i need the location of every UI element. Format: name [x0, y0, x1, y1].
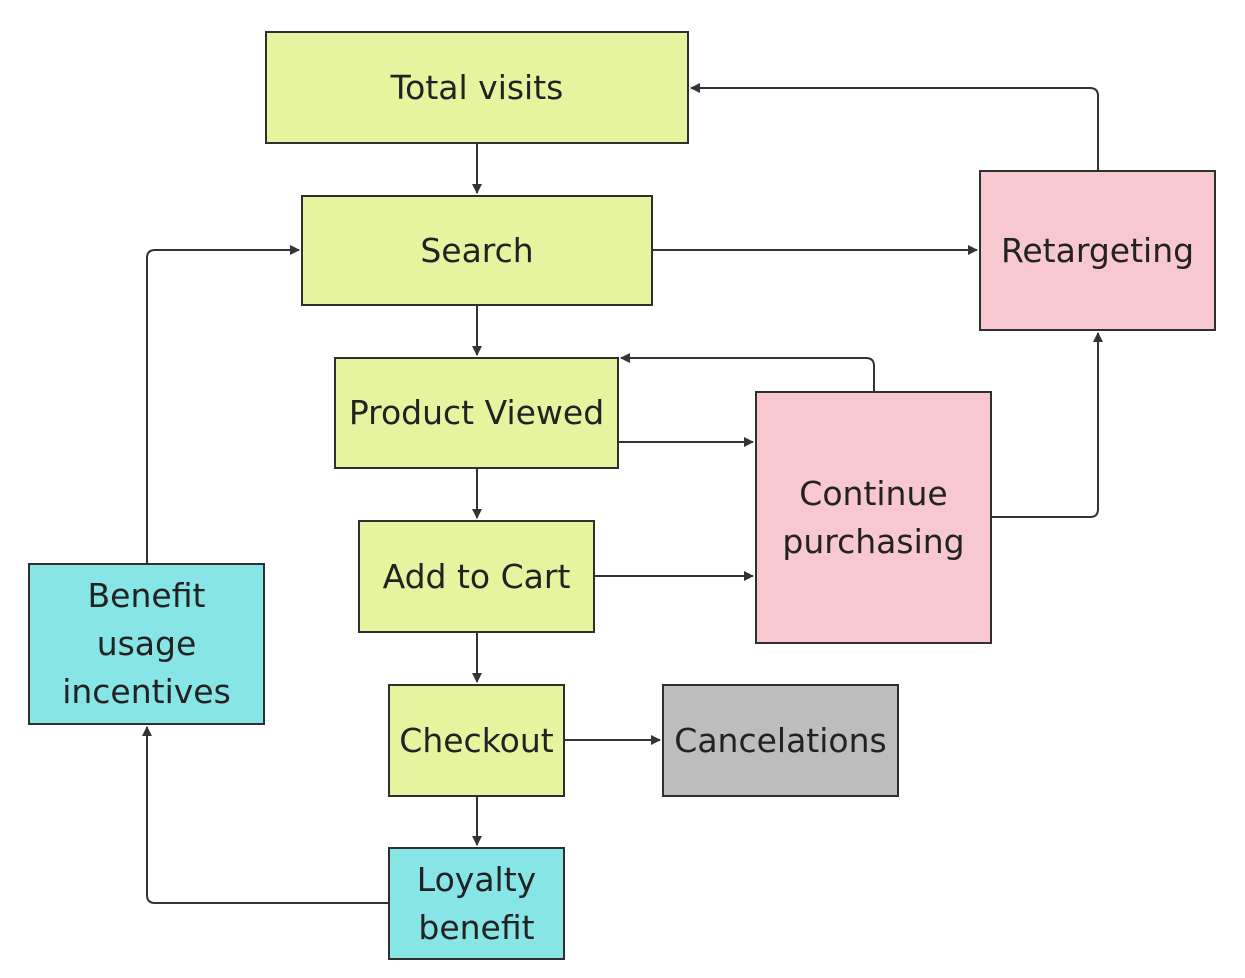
- arrow-continue-purchasing-to-retargeting: [992, 332, 1103, 518]
- arrow-continue-purchasing-to-product-viewed: [620, 353, 875, 391]
- node-total-visits: Total visits: [265, 31, 689, 144]
- node-add-to-cart-label: Add to Cart: [382, 556, 571, 596]
- node-continue-purchasing-label: Continue purchasing: [782, 473, 965, 561]
- node-product-viewed-label: Product Viewed: [348, 393, 605, 433]
- node-checkout-label: Checkout: [399, 720, 554, 760]
- node-benefit-usage-incentives: Benefit usage incentives: [28, 563, 265, 725]
- node-product-viewed: Product Viewed: [334, 357, 619, 469]
- node-loyalty-benefit: Loyalty benefit: [388, 847, 565, 960]
- node-continue-purchasing: Continue purchasing: [755, 391, 992, 644]
- node-retargeting: Retargeting: [979, 170, 1216, 331]
- node-search: Search: [301, 195, 653, 306]
- node-add-to-cart: Add to Cart: [358, 520, 595, 633]
- node-cancelations: Cancelations: [662, 684, 899, 797]
- arrow-benefit-usage-to-search: [146, 245, 300, 563]
- node-total-visits-label: Total visits: [390, 67, 564, 107]
- node-checkout: Checkout: [388, 684, 565, 797]
- arrow-loyalty-benefit-to-benefit-usage: [142, 726, 388, 904]
- node-benefit-usage-incentives-label: Benefit usage incentives: [62, 576, 231, 711]
- node-loyalty-benefit-label: Loyalty benefit: [416, 859, 537, 947]
- node-retargeting-label: Retargeting: [1000, 230, 1195, 270]
- arrow-retargeting-to-total-visits: [690, 83, 1099, 170]
- node-search-label: Search: [420, 230, 534, 270]
- node-cancelations-label: Cancelations: [674, 720, 887, 760]
